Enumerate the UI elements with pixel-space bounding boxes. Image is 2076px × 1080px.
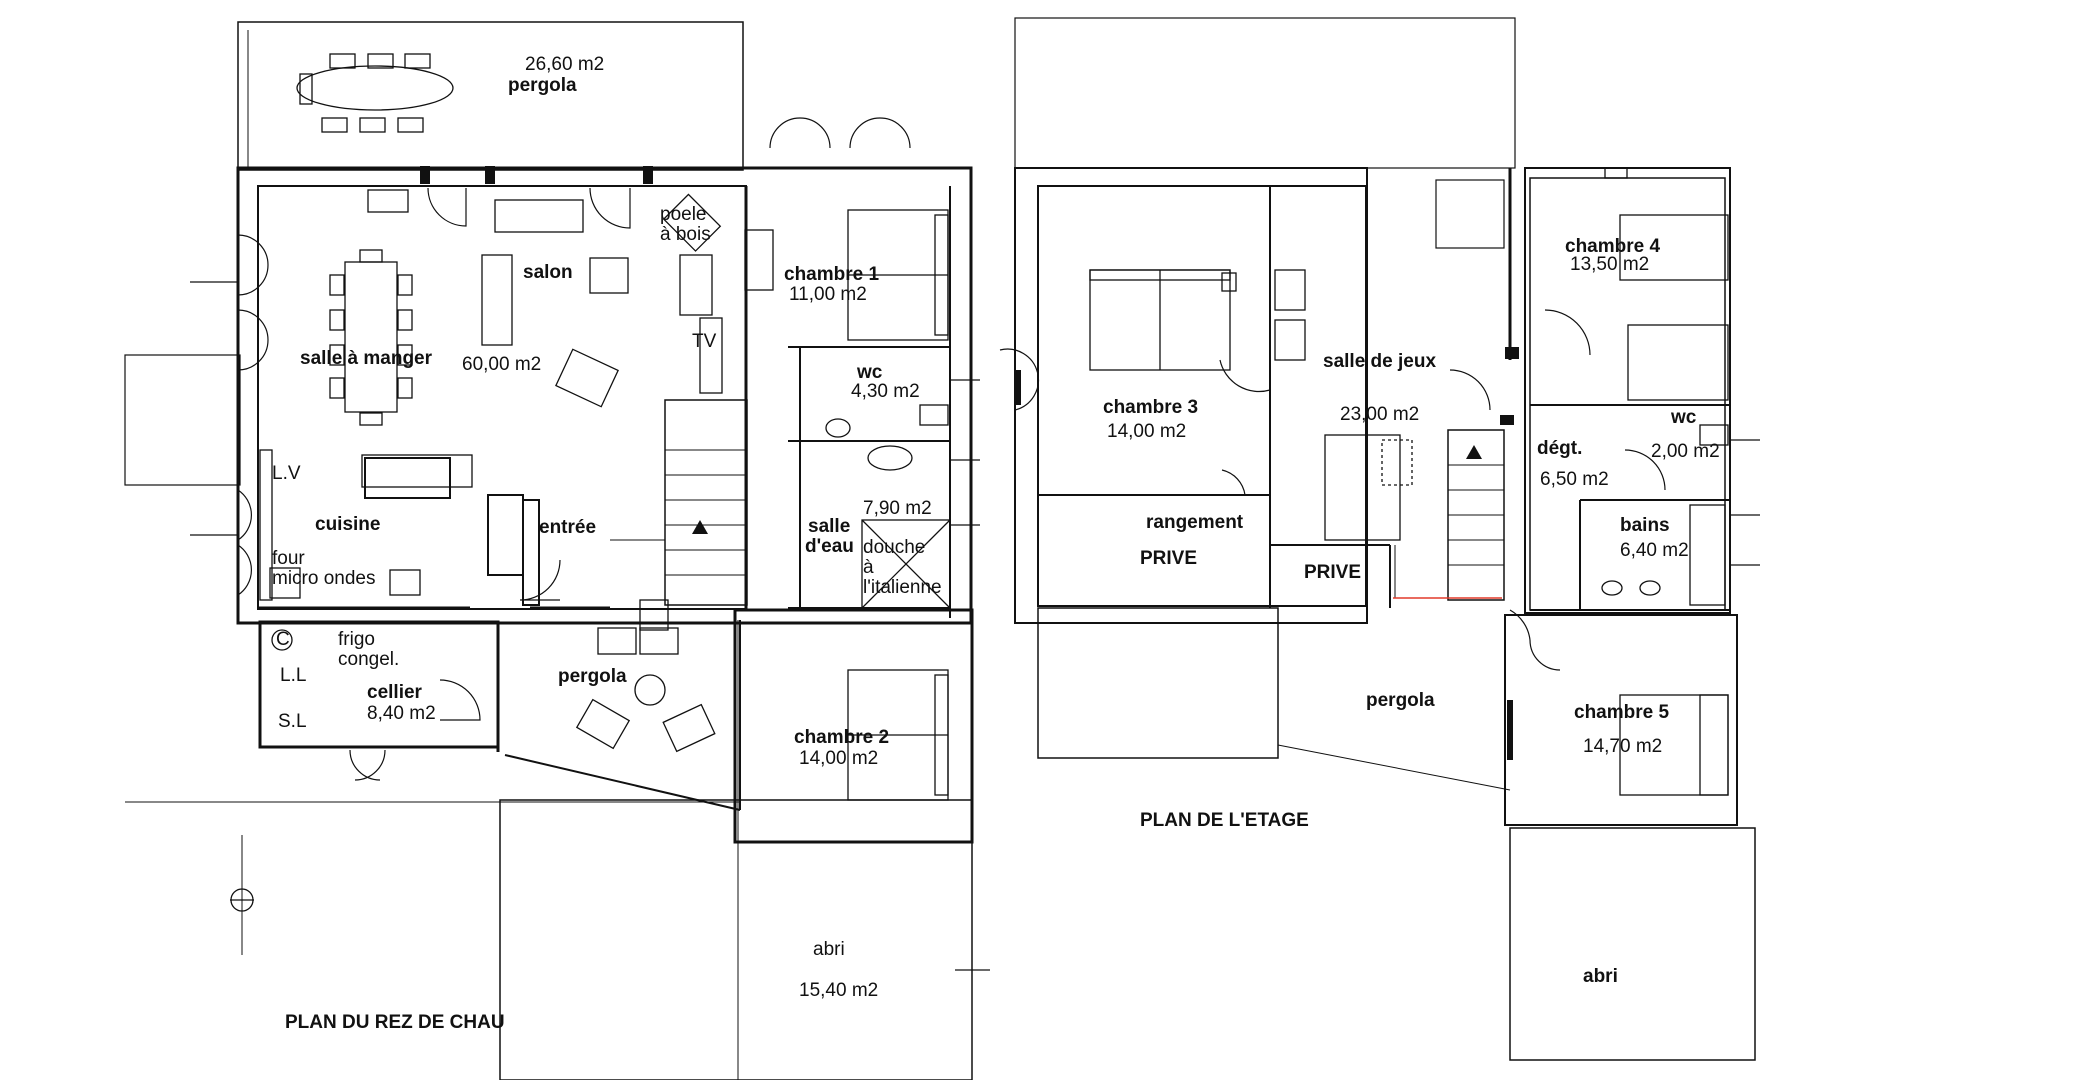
wc-label: wc [857,362,883,383]
chambre5-area: 14,70 m2 [1583,736,1663,757]
pergola-top-area: 26,60 m2 [525,54,605,75]
poele-label-1: poele [660,204,707,225]
douche-label-3: l'italienne [863,577,942,598]
chambre5-label: chambre 5 [1574,702,1670,723]
cellier-label: cellier [367,682,422,703]
upper-floor-title: PLAN DE L'ETAGE [1140,810,1309,831]
degt-label: dégt. [1537,438,1583,459]
upper-floor-walls [1014,17,1756,1061]
ll-label: L.L [280,665,307,686]
pergola-top-label: pergola [508,75,577,96]
entree-label: entrée [539,517,597,538]
bains-area: 6,40 m2 [1620,540,1689,561]
chambre2-area: 14,00 m2 [799,748,879,769]
wc-upper-area: 2,00 m2 [1651,441,1720,462]
prive-label-2: PRIVE [1304,562,1362,583]
frigo-label-2: congel. [338,649,400,670]
pergola-mid-label: pergola [558,666,627,687]
living-area: 60,00 m2 [462,354,542,375]
salle-eau-label-2: d'eau [805,536,854,557]
four-label-2: micro ondes [272,568,376,589]
salle-eau-area: 7,90 m2 [863,498,932,519]
rangement-label: rangement [1146,512,1244,533]
douche-label-1: douche [863,537,926,558]
tv-label: TV [692,331,717,352]
c-label: C [276,629,290,650]
wc-upper-label: wc [1671,407,1697,428]
chambre4-label: chambre 4 [1565,236,1661,257]
douche-label-2: à [863,557,874,578]
chambre1-area: 11,00 m2 [789,284,867,305]
ground-floor-title: PLAN DU REZ DE CHAU [285,1012,505,1033]
chambre4-area: 13,50 m2 [1570,254,1650,275]
salle-de-jeux-area: 23,00 m2 [1340,404,1420,425]
wc-area: 4,30 m2 [851,381,920,402]
upper-floor-dark-marks [1015,347,1519,760]
sl-label: S.L [278,711,307,732]
chambre2-label: chambre 2 [794,727,890,748]
upper-floor-doors [999,309,1760,671]
chambre1-label: chambre 1 [784,264,880,285]
chambre3-area: 14,00 m2 [1107,421,1187,442]
salon-label: salon [523,262,573,283]
abri-ground-label: abri [813,939,845,960]
ground-floor-furniture [230,53,951,912]
abri-upper-label: abri [1583,966,1618,987]
ground-floor-dark-marks [420,166,708,534]
salle-a-manger-label: salle à manger [300,348,433,369]
upper-floor-furniture [1089,167,1729,796]
poele-label-2: à bois [660,224,711,245]
salle-de-jeux-label: salle de jeux [1323,351,1437,372]
chambre3-label: chambre 3 [1103,397,1199,418]
abri-ground-area: 15,40 m2 [799,980,879,1001]
prive-label-1: PRIVE [1140,548,1198,569]
ground-floor-walls [124,21,974,1080]
frigo-label-1: frigo [338,629,375,650]
cuisine-label: cuisine [315,514,381,535]
four-label-1: four [272,548,305,569]
pergola-upper-label: pergola [1366,690,1435,711]
degt-area: 6,50 m2 [1540,469,1609,490]
cellier-area: 8,40 m2 [367,703,436,724]
salle-eau-label-1: salle [808,516,851,537]
bains-label: bains [1620,515,1670,536]
ground-floor-doors [190,117,990,971]
lv-label: L.V [272,463,301,484]
